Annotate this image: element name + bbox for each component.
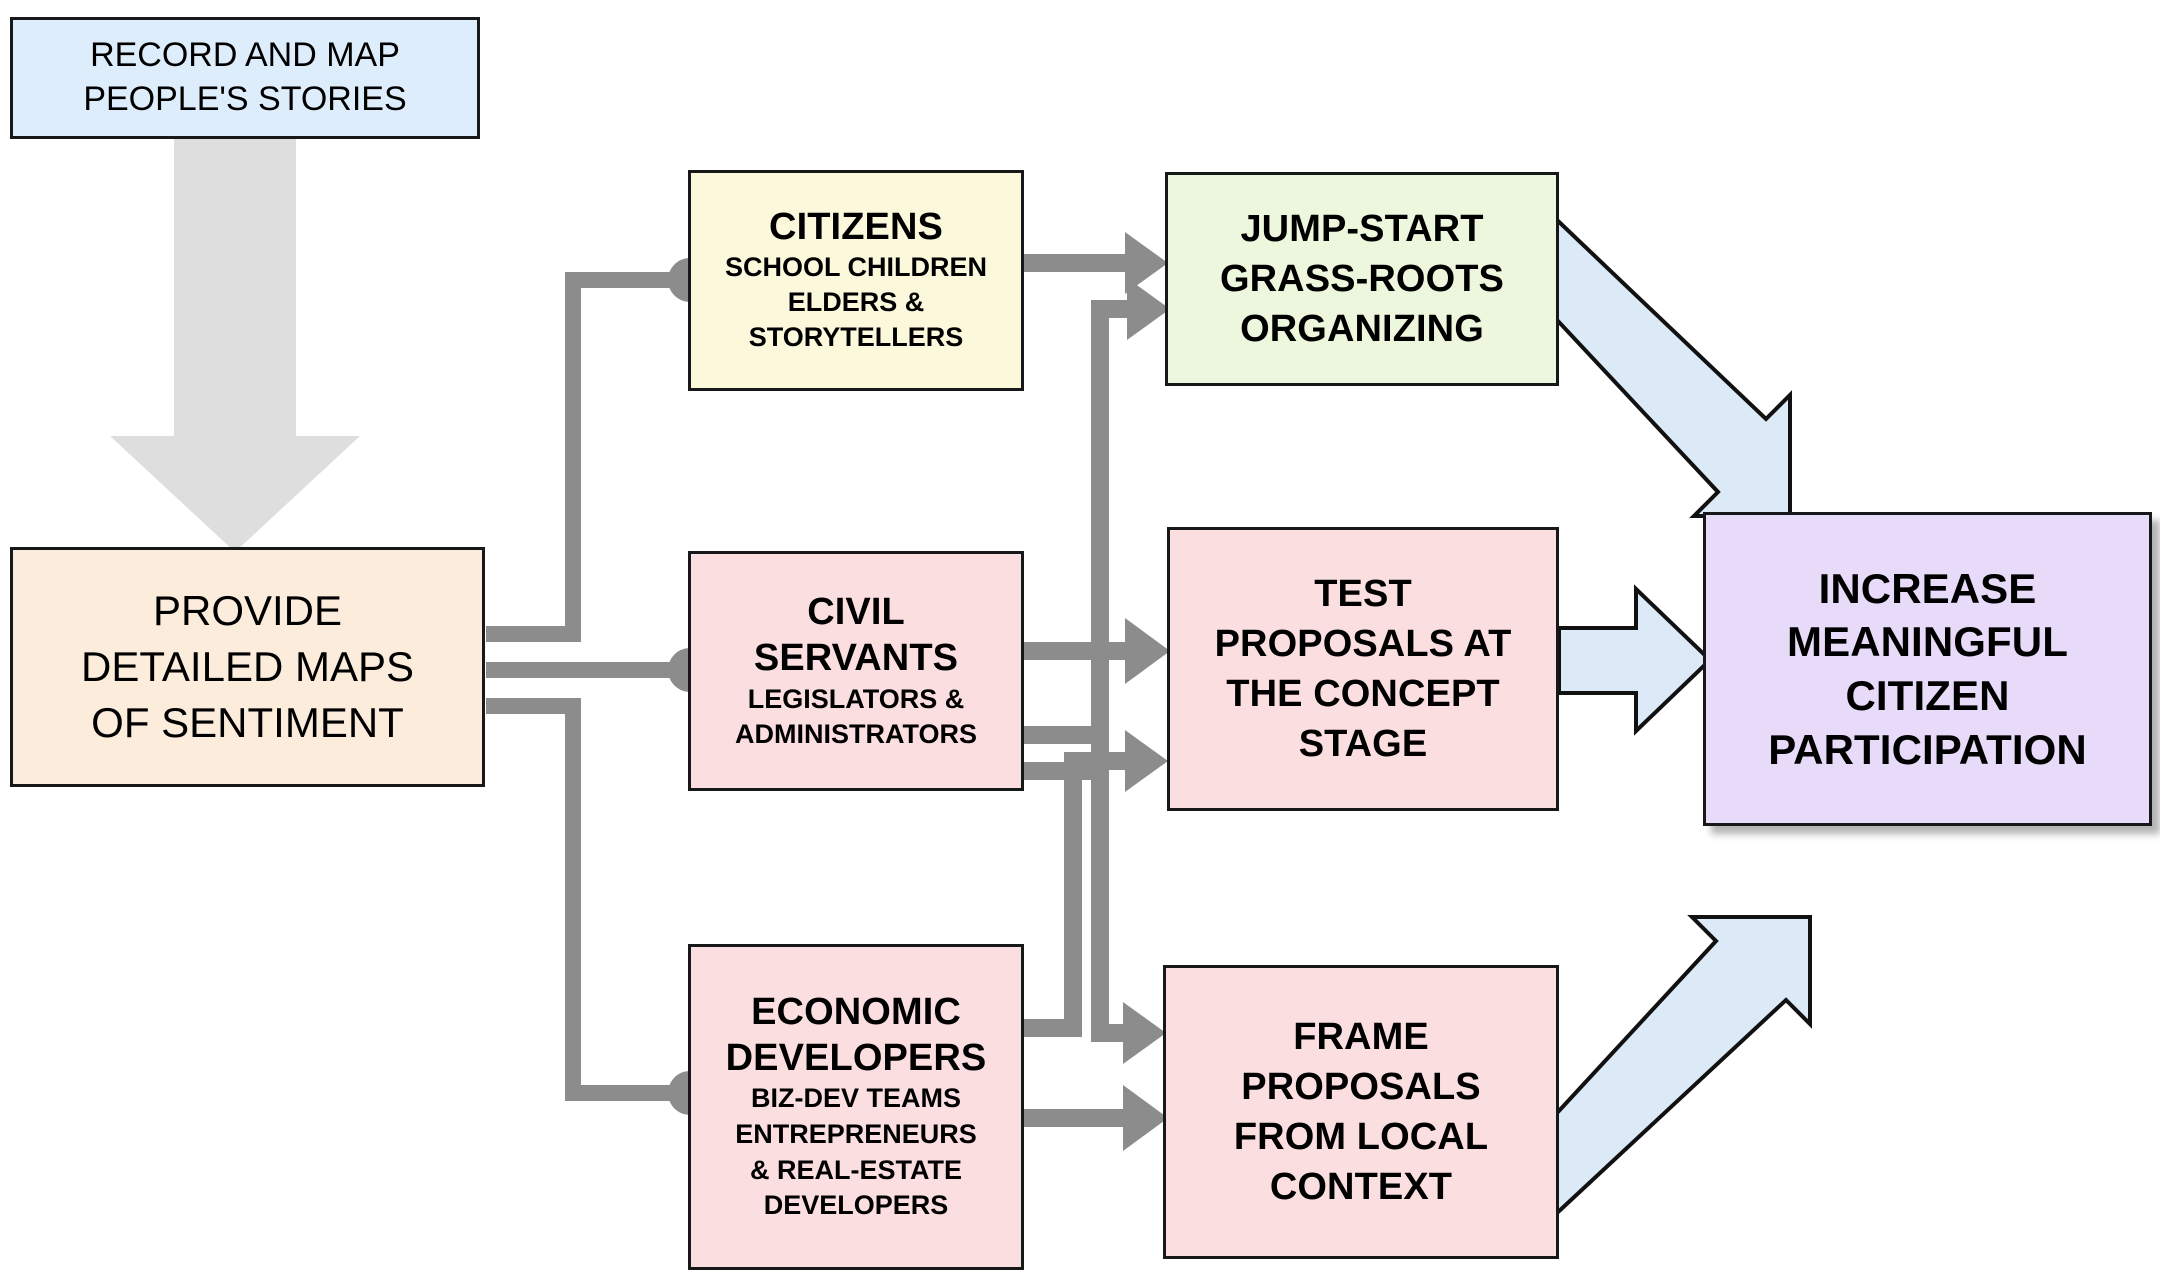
civil-to-jump-arrowhead xyxy=(1127,278,1170,340)
node-provide-line-2: DETAILED MAPS xyxy=(81,643,414,691)
node-citizens[interactable]: CITIZENS SCHOOL CHILDREN ELDERS & STORYT… xyxy=(688,170,1024,391)
node-frame-proposals[interactable]: FRAME PROPOSALS FROM LOCAL CONTEXT xyxy=(1163,965,1559,1259)
citizens-to-jump-arrowhead xyxy=(1125,232,1168,294)
node-jump-line-3: ORGANIZING xyxy=(1240,308,1484,351)
econ-to-test-arrowhead xyxy=(1125,730,1168,792)
civil-to-test-arrowhead xyxy=(1125,618,1170,684)
civil-to-frame-shaft xyxy=(1022,726,1123,1042)
node-provide-line-1: PROVIDE xyxy=(152,587,343,635)
node-citizens-sub-2: ELDERS & xyxy=(787,287,925,318)
node-economic-developers[interactable]: ECONOMIC DEVELOPERS BIZ-DEV TEAMS ENTREP… xyxy=(688,944,1024,1270)
node-increase-participation[interactable]: INCREASE MEANINGFUL CITIZEN PARTICIPATIO… xyxy=(1703,512,2152,826)
node-citizens-title: CITIZENS xyxy=(769,206,943,249)
node-econ-title-2: DEVELOPERS xyxy=(725,1036,987,1079)
node-test-line-2: PROPOSALS AT xyxy=(1214,622,1512,665)
node-civil-servants[interactable]: CIVIL SERVANTS LEGISLATORS & ADMINISTRAT… xyxy=(688,551,1024,791)
frame-to-increase-arrow xyxy=(1555,915,1812,1218)
node-econ-title-1: ECONOMIC xyxy=(751,991,961,1034)
node-provide-line-3: OF SENTIMENT xyxy=(91,698,404,746)
node-increase-line-1: INCREASE xyxy=(1818,564,2037,612)
node-econ-sub-1: BIZ-DEV TEAMS xyxy=(750,1083,961,1114)
node-frame-line-3: FROM LOCAL xyxy=(1233,1116,1489,1158)
node-citizens-sub-1: SCHOOL CHILDREN xyxy=(724,252,987,283)
node-civil-sub-1: LEGISLATORS & xyxy=(747,683,965,714)
civil-to-jump-shaft xyxy=(1022,300,1127,780)
node-econ-sub-3: & REAL-ESTATE xyxy=(750,1154,962,1185)
record-to-provide-arrow xyxy=(110,139,360,552)
node-econ-sub-2: ENTREPRENEURS xyxy=(735,1118,977,1149)
node-civil-title-2: SERVANTS xyxy=(753,636,959,679)
provide-to-citizens-connector xyxy=(486,272,690,642)
node-record-and-map[interactable]: RECORD AND MAP PEOPLE'S STORIES xyxy=(10,17,480,139)
node-record-line-1: RECORD AND MAP xyxy=(90,36,400,75)
node-test-line-1: TEST xyxy=(1314,572,1412,615)
provide-to-econ-connector xyxy=(486,698,690,1101)
node-frame-line-1: FRAME xyxy=(1293,1015,1429,1058)
node-increase-line-4: PARTICIPATION xyxy=(1768,725,2087,773)
test-to-increase-arrow xyxy=(1557,584,1713,736)
node-record-line-2: PEOPLE'S STORIES xyxy=(83,80,407,118)
node-civil-sub-2: ADMINISTRATORS xyxy=(735,718,977,749)
jump-to-increase-arrow xyxy=(1555,215,1792,518)
econ-to-frame-arrowhead xyxy=(1123,1085,1168,1151)
node-test-proposals[interactable]: TEST PROPOSALS AT THE CONCEPT STAGE xyxy=(1167,527,1559,811)
node-citizens-sub-3: STORYTELLERS xyxy=(748,322,964,353)
civil-to-frame-arrowhead xyxy=(1123,1002,1166,1064)
node-jump-line-1: JUMP-START xyxy=(1240,207,1484,250)
node-frame-line-4: CONTEXT xyxy=(1269,1166,1453,1209)
node-increase-line-2: MEANINGFUL xyxy=(1787,618,2068,666)
node-econ-sub-4: DEVELOPERS xyxy=(763,1190,949,1221)
node-test-line-4: STAGE xyxy=(1298,723,1428,766)
node-jump-line-2: GRASS-ROOTS xyxy=(1219,257,1504,300)
node-frame-line-2: PROPOSALS xyxy=(1241,1065,1481,1108)
node-jump-start-grassroots[interactable]: JUMP-START GRASS-ROOTS ORGANIZING xyxy=(1165,172,1559,386)
econ-to-test-shaft xyxy=(1022,752,1125,1037)
node-provide-detailed-maps[interactable]: PROVIDE DETAILED MAPS OF SENTIMENT xyxy=(10,547,485,787)
node-increase-line-3: CITIZEN xyxy=(1845,672,2010,719)
node-test-line-3: THE CONCEPT xyxy=(1226,673,1500,715)
node-civil-title-1: CIVIL xyxy=(807,591,905,634)
